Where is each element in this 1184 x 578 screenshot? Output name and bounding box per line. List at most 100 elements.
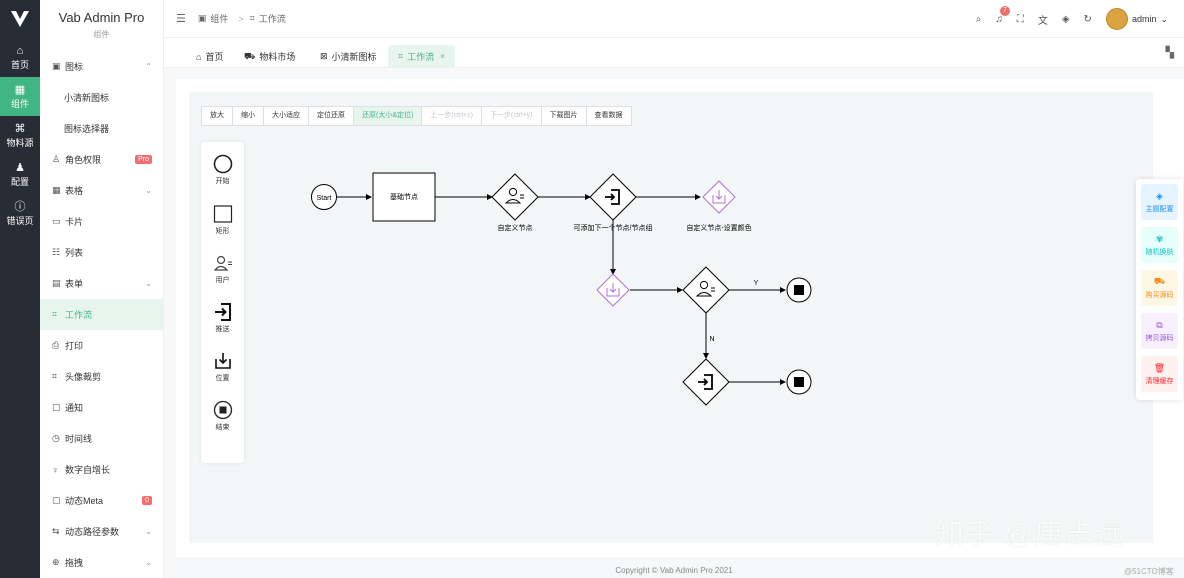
tab-3[interactable]: ⌗工作流 × <box>388 45 455 68</box>
flow-canvas[interactable]: 放大缩小大小适应定位还原还原(大小&定位)上一步(ctrl+z)下一步(ctrl… <box>189 92 1153 543</box>
chevron-up-icon: ⌃ <box>145 62 152 71</box>
primary-nav-bar: ⌂首页▦组件⌘物料源♟配置 ⓘ 错误页 <box>0 0 40 578</box>
bell-icon[interactable]: ♫7 <box>995 5 1010 25</box>
node-user-2[interactable] <box>682 266 730 314</box>
submenu-item-label: 数字自增长 <box>65 465 111 475</box>
side-panel-button[interactable]: ⧉拷贝源码 <box>1141 313 1178 349</box>
colbar-item-0[interactable]: ⌂首页 <box>0 38 40 77</box>
submenu-item[interactable]: ▢通知 <box>40 392 164 423</box>
side-panel-label: 随机换肤 <box>1145 248 1174 256</box>
colbar-item-4[interactable]: ⓘ 错误页 <box>0 194 40 233</box>
username: admin <box>1131 14 1157 24</box>
colbar-item-1[interactable]: ▦组件 <box>0 77 40 116</box>
node-custom-color[interactable]: 自定义节点-设置颜色 <box>686 180 752 232</box>
submenu-item[interactable]: ♀数字自增长 <box>40 454 164 485</box>
edge-yes-label: Y <box>754 280 759 287</box>
app-logo[interactable] <box>0 0 40 38</box>
palette-label: 结束 <box>215 424 230 431</box>
tab-icon: ⌗ <box>398 51 404 61</box>
toolbar-button[interactable]: 大小适应 <box>264 107 309 125</box>
tab-1[interactable]: ⛟物料市场 <box>234 45 305 68</box>
breadcrumb-item-1[interactable]: 组件 <box>210 14 229 24</box>
toolbar-button[interactable]: 缩小 <box>233 107 264 125</box>
submenu-item[interactable]: ▣图标⌃ <box>40 51 164 82</box>
palette-location[interactable]: 位置 <box>201 351 244 383</box>
submenu-item-icon: ▢ <box>52 402 61 412</box>
material-icon: ⌘ <box>14 122 26 135</box>
node-push-2[interactable] <box>682 358 730 406</box>
node-start[interactable]: Start <box>311 184 337 210</box>
chevron-down-icon: ⌄ <box>145 186 152 195</box>
submenu-item-label: 时间线 <box>65 434 93 444</box>
push-icon <box>214 303 231 321</box>
submenu-item[interactable]: ▭卡片 <box>40 206 164 237</box>
breadcrumb: ▣ 组件 > ⌗ 工作流 <box>198 12 290 25</box>
vab-logo-icon <box>11 11 29 27</box>
submenu-item[interactable]: ☷列表 <box>40 237 164 268</box>
submenu-item[interactable]: 小清新图标 <box>40 82 164 113</box>
submenu-item[interactable]: 图标选择器 <box>40 113 164 144</box>
submenu-item[interactable]: ▦表格⌄ <box>40 175 164 206</box>
node-end-2[interactable] <box>786 369 812 395</box>
tab-label: 工作流 <box>407 52 435 62</box>
toolbar-button[interactable]: 定位还原 <box>309 107 354 125</box>
submenu-item[interactable]: ⌗工作流 <box>40 299 164 330</box>
theme-icon[interactable]: ◈ <box>1061 13 1070 25</box>
palette-start[interactable]: 开始 <box>201 154 244 186</box>
submenu-item[interactable]: ▤表单⌄ <box>40 268 164 299</box>
side-panel-button[interactable]: 🗑清理缓存 <box>1141 356 1178 392</box>
colbar-item-3[interactable]: ♟配置 <box>0 155 40 194</box>
chevron-down-icon: ⌄ <box>1160 13 1168 24</box>
colbar-item-label: 错误页 <box>6 215 34 226</box>
palette-end[interactable]: 结束 <box>201 400 244 432</box>
submenu-item[interactable]: ⎙打印 <box>40 330 164 361</box>
toolbar-button[interactable]: 还原(大小&定位) <box>354 107 423 125</box>
submenu-item[interactable]: ⊕拖拽⌄ <box>40 547 164 578</box>
submenu-item[interactable]: ⇆动态路径参数⌄ <box>40 516 164 547</box>
colbar-item-2[interactable]: ⌘物料源 <box>0 116 40 155</box>
refresh-icon[interactable]: ↻ <box>1083 13 1092 25</box>
palette-push[interactable]: 推送 <box>201 302 244 334</box>
submenu-item-label: 拖拽 <box>65 558 84 568</box>
close-icon[interactable]: × <box>440 52 445 61</box>
toolbar-button[interactable]: 放大 <box>202 107 233 125</box>
node-user-custom[interactable]: 自定义节点 <box>491 173 539 232</box>
submenu-item-icon: ▢ <box>52 495 61 505</box>
tab-grid-menu-icon[interactable]: ▚ <box>1165 47 1174 59</box>
submenu-item-label: 表单 <box>65 279 84 289</box>
submenu-item[interactable]: ⌗头像裁剪 <box>40 361 164 392</box>
toolbar-button[interactable]: 下一步(ctrl+y) <box>482 107 542 125</box>
tab-0[interactable]: ⌂首页 <box>186 45 233 68</box>
tab-label: 物料市场 <box>259 52 296 62</box>
rect-icon <box>213 205 232 223</box>
node-rect[interactable]: 基础节点 <box>372 172 436 222</box>
side-panel-button[interactable]: ⛟购买源码 <box>1141 270 1178 306</box>
submenu-item-label: 动态路径参数 <box>65 527 120 537</box>
fullscreen-icon[interactable]: ⛶ <box>1016 13 1024 25</box>
toolbar-button[interactable]: 下载图片 <box>542 107 587 125</box>
user-menu[interactable]: admin ⌄ <box>1105 8 1168 30</box>
tab-2[interactable]: ⊠小清新图标 <box>310 45 387 68</box>
palette-user[interactable]: 用户 <box>201 253 244 285</box>
toolbar-button[interactable]: 查看数据 <box>594 112 623 119</box>
side-panel-button[interactable]: ✾随机换肤 <box>1141 227 1178 263</box>
submenu-item-icon: ◷ <box>52 433 60 443</box>
toolbar-button[interactable]: 上一步(ctrl+z) <box>422 107 482 125</box>
tab-icon: ⛟ <box>244 50 256 61</box>
submenu-item[interactable]: ◷ 时间线 <box>40 423 164 454</box>
colbar-item-label: 首页 <box>10 59 29 70</box>
search-icon[interactable]: ⌕ <box>975 13 982 25</box>
palette-rect[interactable]: 矩形 <box>201 204 244 236</box>
collapse-menu-icon[interactable]: ☰ <box>176 13 186 25</box>
top-header: ☰ ▣ 组件 > ⌗ 工作流 ⌕ ♫7 ⛶ 文 ◈ ↻ admin ⌄ <box>164 0 1184 38</box>
tab-icon: ⊠ <box>320 51 328 61</box>
node-push-1[interactable]: 可添加下一个节点/节点组 <box>574 173 653 232</box>
download-icon <box>214 353 231 369</box>
side-panel-button[interactable]: ◈主题配置 <box>1141 184 1178 220</box>
translate-icon[interactable]: 文 <box>1037 15 1048 27</box>
node-end-1[interactable] <box>786 277 812 303</box>
error-icon: ⓘ <box>14 200 26 213</box>
node-download[interactable] <box>596 273 630 307</box>
